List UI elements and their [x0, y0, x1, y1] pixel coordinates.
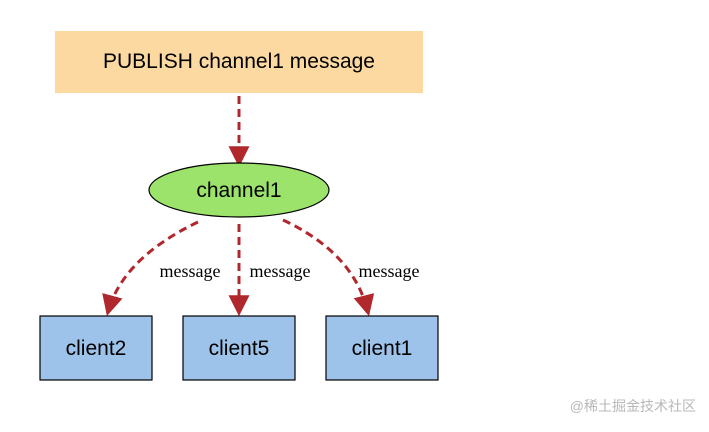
- channel-to-client2-arrow: [102, 220, 199, 317]
- channel-node-label: channel1: [196, 179, 281, 202]
- client-box-client2: client2: [39, 315, 153, 381]
- client-label: client5: [209, 337, 270, 360]
- client-label: client1: [352, 337, 413, 360]
- edge-label-middle: message: [250, 261, 311, 281]
- publish-box: PUBLISH channel1 message: [55, 31, 423, 93]
- channel-node: channel1: [148, 162, 330, 218]
- publish-box-label: PUBLISH channel1 message: [103, 50, 375, 73]
- client-box-client1: client1: [325, 315, 439, 381]
- channel-to-client1-arrow: [282, 218, 375, 317]
- watermark: @稀土掘金技术社区: [570, 398, 696, 414]
- edge-label-left: message: [160, 261, 221, 281]
- client-label: client2: [66, 337, 127, 360]
- edge-label-right: message: [359, 261, 420, 281]
- client-box-client5: client5: [182, 315, 296, 381]
